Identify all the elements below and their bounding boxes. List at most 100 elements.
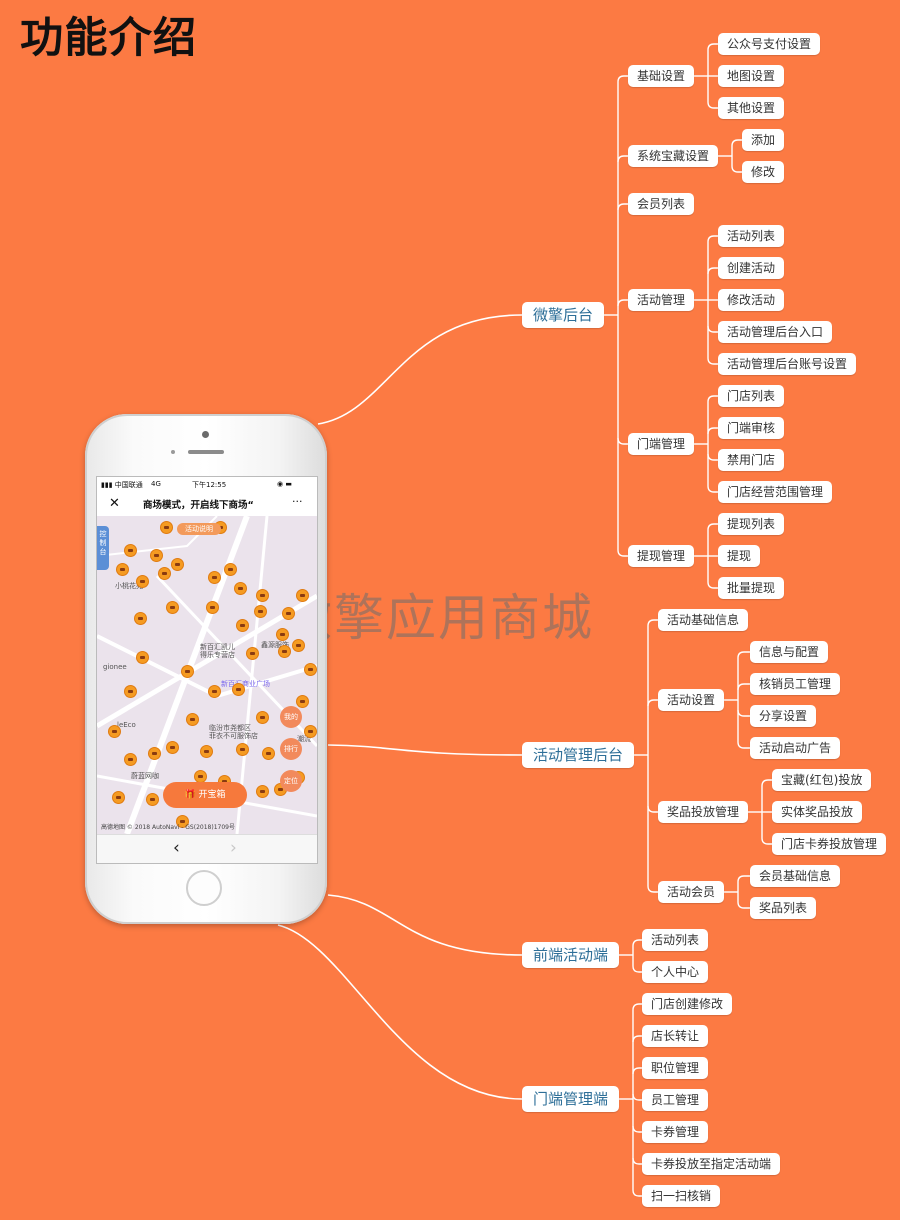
treasure-marker-icon[interactable] [117, 564, 128, 575]
side-button-0[interactable]: 我的 [280, 706, 302, 728]
weiqing-child-5-item-2: 批量提现 [718, 577, 785, 599]
treasure-marker-icon[interactable] [172, 559, 183, 570]
treasure-marker-icon[interactable] [257, 786, 268, 797]
treasure-marker-icon[interactable] [235, 583, 246, 594]
activity_admin-child-1-item-0: 信息与配置 [750, 641, 829, 663]
frontend-child-1: 个人中心 [642, 961, 709, 983]
treasure-marker-icon[interactable] [125, 686, 136, 697]
store-child-5: 卡券投放至指定活动端 [642, 1153, 781, 1175]
map-label: 潮流 [297, 735, 311, 743]
treasure-marker-icon[interactable] [275, 784, 286, 795]
treasure-marker-icon[interactable] [297, 696, 308, 707]
weiqing-child-1-item-0: 添加 [742, 129, 785, 151]
treasure-marker-icon[interactable] [247, 648, 258, 659]
treasure-marker-icon[interactable] [225, 564, 236, 575]
weiqing-child-4: 门端管理 [628, 433, 695, 455]
treasure-marker-icon[interactable] [187, 714, 198, 725]
open-treasure-button[interactable]: 🎁 开宝箱 [163, 782, 247, 808]
map-label: gionee [103, 663, 127, 671]
weiqing-child-3: 活动管理 [628, 289, 695, 311]
weiqing-child-5-item-0: 提现列表 [718, 513, 785, 535]
activity_admin-child-1-item-2: 分享设置 [750, 705, 817, 727]
treasure-marker-icon[interactable] [201, 746, 212, 757]
treasure-marker-icon[interactable] [209, 572, 220, 583]
treasure-marker-icon[interactable] [255, 606, 266, 617]
treasure-marker-icon[interactable] [125, 545, 136, 556]
back-button[interactable]: ‹ [173, 838, 180, 858]
activity_admin-node: 活动管理后台 [522, 742, 635, 768]
treasure-marker-icon[interactable] [109, 726, 120, 737]
nav-title: 商场模式，开启线下商场“ [143, 500, 254, 511]
treasure-marker-icon[interactable] [167, 602, 178, 613]
weiqing-child-0-item-2: 其他设置 [718, 97, 785, 119]
activity-info-button[interactable]: 活动说明 [177, 523, 221, 535]
bottom-bar: ‹ › [97, 834, 317, 863]
carrier-label: ▮▮▮ 中国联通 [101, 481, 143, 489]
map-label: 新百汇商业广场 [221, 680, 270, 688]
treasure-marker-icon[interactable] [167, 742, 178, 753]
treasure-marker-icon[interactable] [177, 816, 188, 827]
treasure-marker-icon[interactable] [161, 522, 172, 533]
treasure-marker-icon[interactable] [219, 776, 230, 787]
treasure-marker-icon[interactable] [182, 666, 193, 677]
map-label: 鑫源服饰 [261, 641, 289, 649]
store-child-1: 店长转让 [642, 1025, 709, 1047]
treasure-marker-icon[interactable] [263, 748, 274, 759]
weiqing-child-5: 提现管理 [628, 545, 695, 567]
side-button-1[interactable]: 排行 [280, 738, 302, 760]
close-button[interactable]: ✕ [109, 496, 120, 511]
home-button[interactable] [186, 870, 222, 906]
treasure-marker-icon[interactable] [257, 712, 268, 723]
treasure-marker-icon[interactable] [113, 792, 124, 803]
map-label: 临汾市尧都区 [209, 724, 251, 732]
store-child-2: 职位管理 [642, 1057, 709, 1079]
treasure-marker-icon[interactable] [283, 608, 294, 619]
treasure-marker-icon[interactable] [277, 629, 288, 640]
side-button-2[interactable]: 定位 [280, 770, 302, 792]
treasure-marker-icon[interactable] [305, 664, 316, 675]
forward-button[interactable]: › [230, 838, 237, 858]
treasure-marker-icon[interactable] [147, 794, 158, 805]
activity_admin-child-3: 活动会员 [658, 881, 725, 903]
treasure-marker-icon[interactable] [125, 754, 136, 765]
activity_admin-child-2-item-0: 宝藏(红包)投放 [772, 769, 872, 791]
treasure-marker-icon[interactable] [305, 726, 316, 737]
treasure-marker-icon[interactable] [237, 744, 248, 755]
treasure-marker-icon[interactable] [137, 652, 148, 663]
page-title: 功能介绍 [20, 13, 198, 62]
treasure-marker-icon[interactable] [135, 613, 146, 624]
weiqing-child-3-item-2: 修改活动 [718, 289, 785, 311]
treasure-marker-icon[interactable] [149, 748, 160, 759]
treasure-marker-icon[interactable] [257, 590, 268, 601]
weiqing-child-4-item-3: 门店经营范围管理 [718, 481, 833, 503]
treasure-marker-icon[interactable] [195, 771, 206, 782]
activity_admin-child-3-item-0: 会员基础信息 [750, 865, 841, 887]
store-child-3: 员工管理 [642, 1089, 709, 1111]
weiqing-child-4-item-2: 禁用门店 [718, 449, 785, 471]
treasure-marker-icon[interactable] [151, 550, 162, 561]
frontend-node: 前端活动端 [522, 942, 620, 968]
treasure-marker-icon[interactable] [293, 640, 304, 651]
activity_admin-child-1: 活动设置 [658, 689, 725, 711]
weiqing-child-3-item-4: 活动管理后台账号设置 [718, 353, 857, 375]
console-tab[interactable]: 控制台 [97, 526, 109, 570]
treasure-marker-icon[interactable] [159, 568, 170, 579]
activity_admin-child-3-item-1: 奖品列表 [750, 897, 817, 919]
treasure-marker-icon[interactable] [209, 686, 220, 697]
weiqing-child-3-item-0: 活动列表 [718, 225, 785, 247]
treasure-marker-icon[interactable] [297, 590, 308, 601]
treasure-marker-icon[interactable] [233, 684, 244, 695]
map-copyright: 高德地图 © 2018 AutoNavi - GS(2018)1709号 [101, 824, 235, 831]
treasure-marker-icon[interactable] [279, 646, 290, 657]
nav-bar: ✕ 商场模式，开启线下商场“ ··· [97, 491, 317, 517]
treasure-marker-icon[interactable] [207, 602, 218, 613]
treasure-marker-icon[interactable] [137, 576, 148, 587]
treasure-marker-icon[interactable] [237, 620, 248, 631]
more-button[interactable]: ··· [292, 495, 303, 508]
store-child-6: 扫一扫核销 [642, 1185, 721, 1207]
frontend-child-0: 活动列表 [642, 929, 709, 951]
activity_admin-child-1-item-3: 活动启动广告 [750, 737, 841, 759]
weiqing-child-2: 会员列表 [628, 193, 695, 215]
